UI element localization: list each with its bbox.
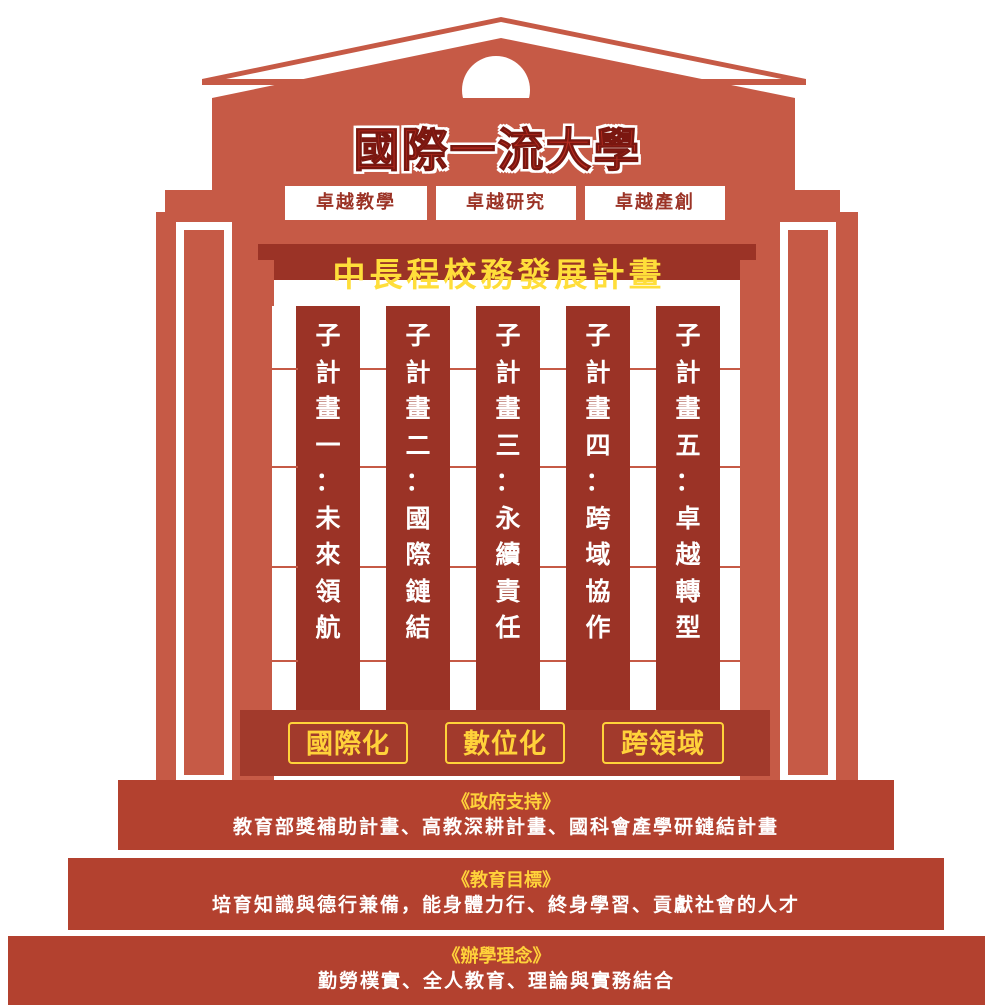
column-gap <box>360 306 386 710</box>
tag-internationalization: 國際化 <box>288 722 408 764</box>
step-title: 《辦學理念》 <box>442 946 551 967</box>
step-text: 勤勞樸實、全人教育、理論與實務結合 <box>317 970 675 992</box>
page-title: 國際一流大學 <box>353 123 642 178</box>
step-text: 培育知識與德行兼備，能身體力行、終身學習、貢獻社會的人才 <box>211 894 800 916</box>
subplan-column-4: 子計畫四：跨域協作 <box>566 306 630 710</box>
subplan-text: 子計畫五：卓越轉型 <box>675 321 701 642</box>
excellence-teaching: 卓越教學 <box>285 186 427 220</box>
column-gap <box>630 306 656 710</box>
step-text: 教育部獎補助計畫、高教深耕計畫、國科會產學研鏈結計畫 <box>232 816 779 838</box>
tag-interdisciplinary: 跨領域 <box>602 722 724 764</box>
subplan-column-1: 子計畫一：未來領航 <box>296 306 360 710</box>
excellence-research: 卓越研究 <box>436 186 576 220</box>
step-educational-philosophy: 《辦學理念》 勤勞樸實、全人教育、理論與實務結合 <box>8 936 985 1005</box>
tag-digitalization: 數位化 <box>445 722 565 764</box>
subplan-column-2: 子計畫二：國際鏈結 <box>386 306 450 710</box>
column-gap <box>272 306 298 710</box>
excellence-industry: 卓越產創 <box>585 186 725 220</box>
step-title: 《政府支持》 <box>452 792 560 813</box>
step-title: 《教育目標》 <box>452 870 560 891</box>
subplan-text: 子計畫三：永續責任 <box>495 321 521 642</box>
plan-title: 中長程校務發展計畫 <box>332 255 666 294</box>
subplan-text: 子計畫二：國際鏈結 <box>405 321 431 642</box>
subplan-column-5: 子計畫五：卓越轉型 <box>656 306 720 710</box>
subplan-text: 子計畫四：跨域協作 <box>585 321 611 642</box>
subplan-column-3: 子計畫三：永續責任 <box>476 306 540 710</box>
column-gap <box>720 306 746 710</box>
column-gap <box>540 306 566 710</box>
subplan-text: 子計畫一：未來領航 <box>315 321 341 642</box>
step-education-goal: 《教育目標》 培育知識與德行兼備，能身體力行、終身學習、貢獻社會的人才 <box>68 858 944 930</box>
step-government-support: 《政府支持》 教育部獎補助計畫、高教深耕計畫、國科會產學研鏈結計畫 <box>118 780 894 850</box>
column-gap <box>450 306 476 710</box>
